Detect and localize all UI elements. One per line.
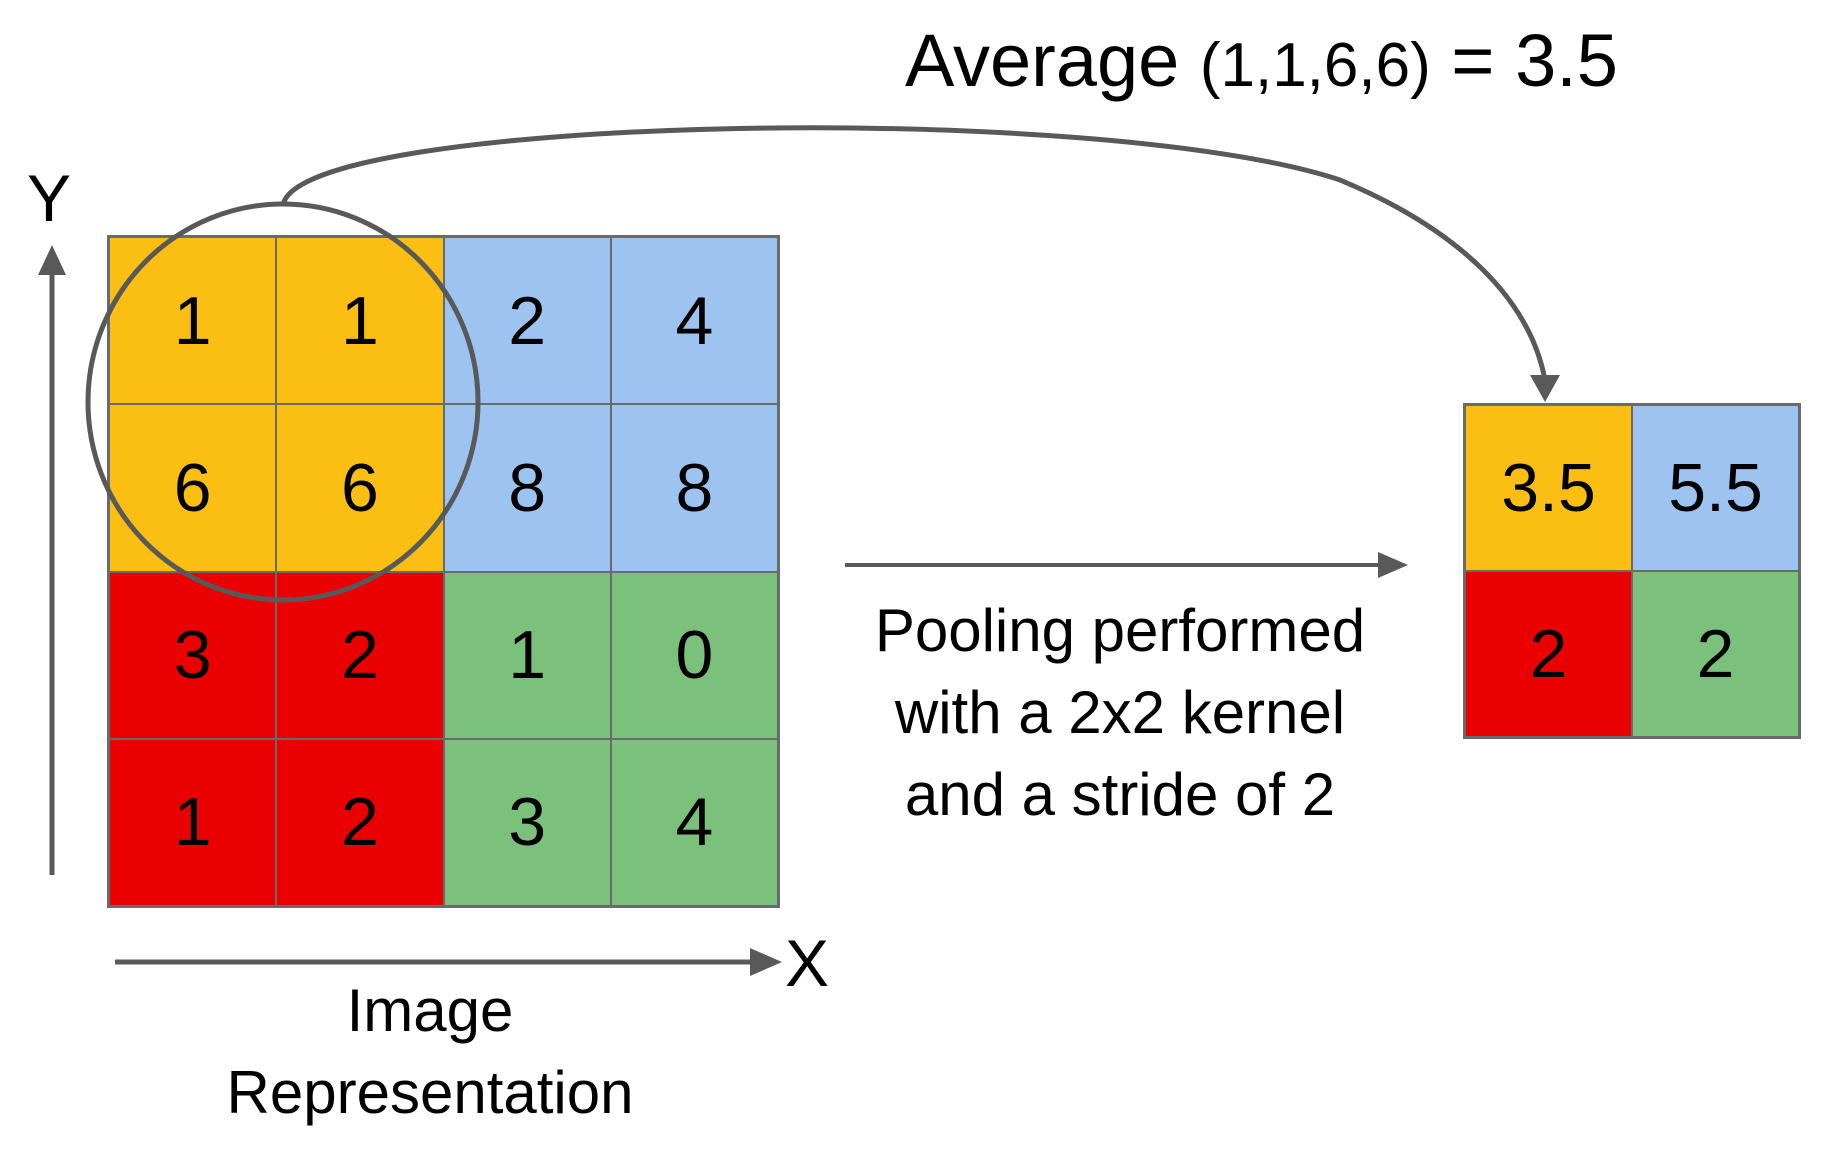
y-axis-arrow-head bbox=[38, 245, 66, 275]
input-matrix-cell: 1 bbox=[276, 237, 444, 405]
input-matrix-cell: 1 bbox=[109, 738, 277, 906]
output-matrix-cell: 3.5 bbox=[1465, 405, 1632, 571]
output-matrix-cell: 2 bbox=[1465, 571, 1632, 737]
curved-arrow bbox=[280, 125, 1548, 381]
formula-result: = 3.5 bbox=[1430, 19, 1618, 102]
output-matrix-cell: 2 bbox=[1632, 571, 1799, 737]
pooling-caption-line: and a stride of 2 bbox=[904, 761, 1336, 828]
curved-arrow-head bbox=[1530, 375, 1560, 402]
input-matrix-cell: 2 bbox=[443, 237, 611, 405]
input-matrix-cell: 1 bbox=[109, 237, 277, 405]
input-matrix-cell: 8 bbox=[610, 404, 778, 572]
formula-prefix: Average bbox=[905, 19, 1200, 102]
input-matrix-cell: 6 bbox=[109, 404, 277, 572]
output-matrix-cell: 5.5 bbox=[1632, 405, 1799, 571]
input-matrix-cell: 2 bbox=[276, 738, 444, 906]
input-matrix-cell: 3 bbox=[443, 738, 611, 906]
pooling-arrow-head bbox=[1378, 552, 1408, 578]
average-formula: Average (1,1,6,6) = 3.5 bbox=[905, 18, 1618, 103]
pooling-caption-line: Pooling performed bbox=[874, 597, 1366, 664]
image-caption-line: Representation bbox=[226, 1059, 634, 1126]
input-matrix-cell: 6 bbox=[276, 404, 444, 572]
input-matrix-cell: 0 bbox=[610, 571, 778, 739]
input-matrix-cell: 8 bbox=[443, 404, 611, 572]
pooling-caption-line: with a 2x2 kernel bbox=[894, 679, 1346, 746]
input-matrix-cell: 4 bbox=[610, 738, 778, 906]
pooling-caption: Pooling performed with a 2x2 kernel and … bbox=[830, 590, 1410, 836]
image-caption: Image Representation bbox=[140, 970, 720, 1134]
kernel-highlight-circle bbox=[85, 201, 481, 603]
x-axis-label: X bbox=[785, 926, 830, 1000]
x-axis-arrow-head bbox=[750, 948, 782, 976]
input-matrix-cell: 1 bbox=[443, 571, 611, 739]
y-axis-label: Y bbox=[27, 161, 72, 235]
formula-args: (1,1,6,6) bbox=[1199, 31, 1431, 100]
input-matrix-cell: 4 bbox=[610, 237, 778, 405]
image-caption-line: Image bbox=[346, 977, 514, 1044]
